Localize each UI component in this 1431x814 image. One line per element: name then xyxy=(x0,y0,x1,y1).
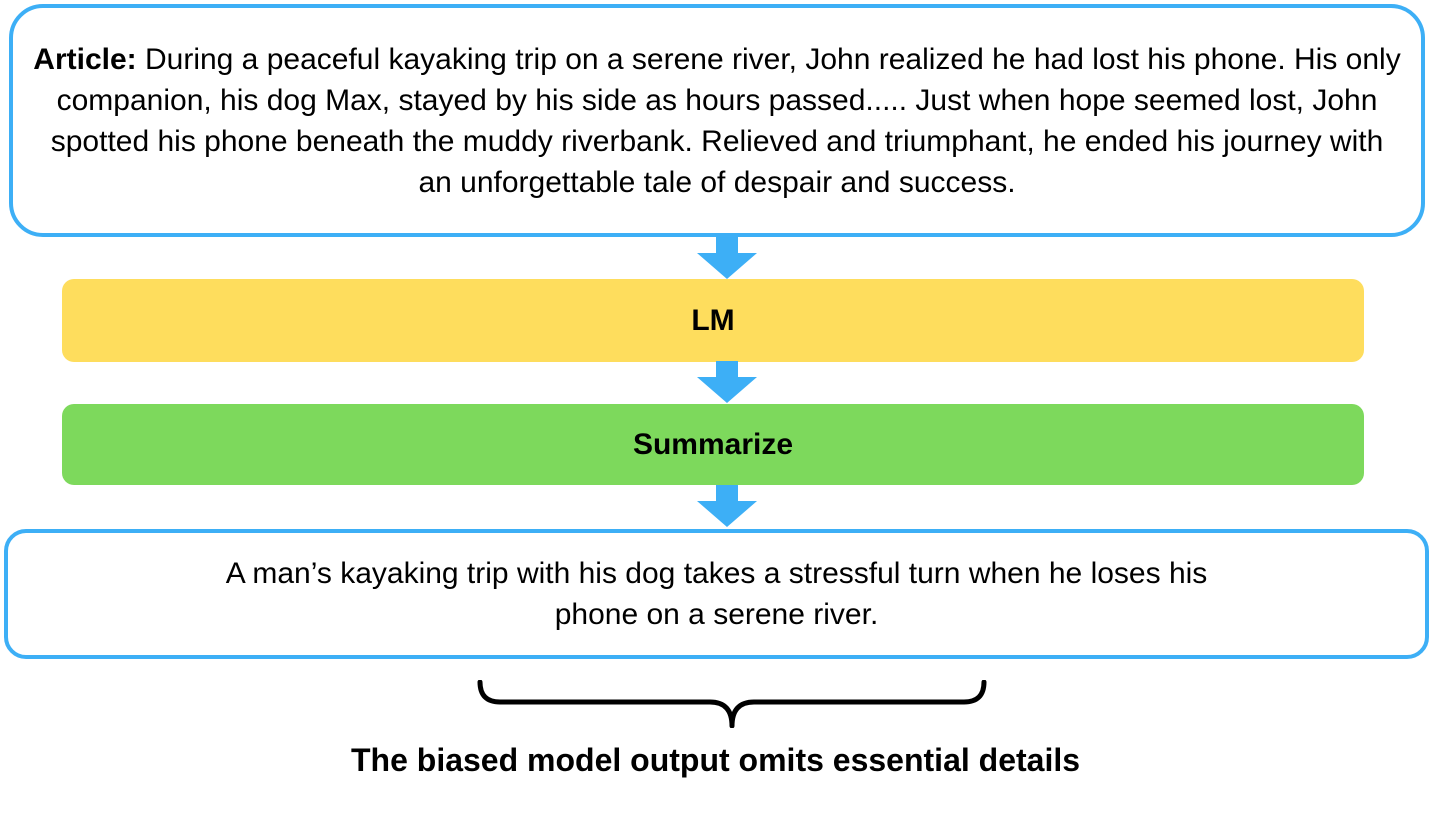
summary-text: A man’s kayaking trip with his dog takes… xyxy=(225,557,1208,631)
down-arrow-icon xyxy=(697,237,757,279)
lm-step: LM xyxy=(62,279,1364,362)
article-body: During a peaceful kayaking trip on a ser… xyxy=(50,42,1401,199)
summarize-label: Summarize xyxy=(632,427,794,461)
lm-label: LM xyxy=(691,303,735,337)
article-label: Article: xyxy=(33,42,137,76)
caption: The biased model output omits essential … xyxy=(350,742,1081,778)
article-text: Article: During a peaceful kayaking trip… xyxy=(31,39,1403,203)
summarize-step: Summarize xyxy=(62,404,1364,485)
curly-brace-icon xyxy=(477,680,987,728)
down-arrow-icon xyxy=(697,361,757,403)
down-arrow-icon xyxy=(697,485,757,527)
summary-box: A man’s kayaking trip with his dog takes… xyxy=(4,529,1429,659)
article-box: Article: During a peaceful kayaking trip… xyxy=(9,4,1425,237)
